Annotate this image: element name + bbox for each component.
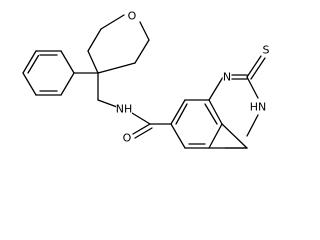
bond-inner <box>27 54 40 74</box>
bond <box>131 112 151 125</box>
bond <box>221 123 248 149</box>
bond <box>208 123 223 149</box>
ring-nh-label: HN <box>250 101 267 114</box>
sulfur-label-bg <box>261 44 271 56</box>
ring-nitrogen-label-bg <box>222 71 232 83</box>
bond <box>60 50 75 74</box>
bond <box>134 127 153 139</box>
atom-labels: O NH O N S HN <box>116 10 271 145</box>
bond <box>132 123 151 135</box>
bond <box>97 99 118 108</box>
molecule-canvas: O NH O N S HN <box>22 9 271 149</box>
bond <box>139 21 150 41</box>
bond <box>170 123 186 149</box>
bond <box>87 28 102 52</box>
bond <box>100 14 125 30</box>
ring-oxygen-label: O <box>128 10 137 23</box>
bond <box>170 99 186 125</box>
bond <box>134 39 150 64</box>
bond-inner <box>175 103 188 125</box>
ring-nh-label-bg <box>250 101 266 113</box>
bond <box>208 99 223 125</box>
amide-nh-label: NH <box>116 103 133 116</box>
bond <box>250 57 266 80</box>
bond-lines <box>22 14 266 149</box>
amide-nh-label-bg <box>116 103 132 115</box>
bond <box>246 76 259 99</box>
ring-nitrogen-label: N <box>223 71 231 84</box>
molecule-structure-diagram: O NH O N S HN <box>22 10 271 149</box>
ring-oxygen-label-bg <box>127 10 137 22</box>
bond <box>97 62 136 74</box>
bond <box>208 76 224 101</box>
bond <box>22 50 37 74</box>
bond <box>22 72 37 96</box>
carbonyl-oxygen-label-bg <box>122 132 132 144</box>
carbonyl-oxygen-label: O <box>123 132 132 145</box>
bond <box>87 50 99 74</box>
bond <box>246 114 259 137</box>
bond-inner <box>204 103 218 125</box>
sulfur-label: S <box>263 44 270 57</box>
bond <box>60 72 75 96</box>
bond <box>246 55 262 78</box>
